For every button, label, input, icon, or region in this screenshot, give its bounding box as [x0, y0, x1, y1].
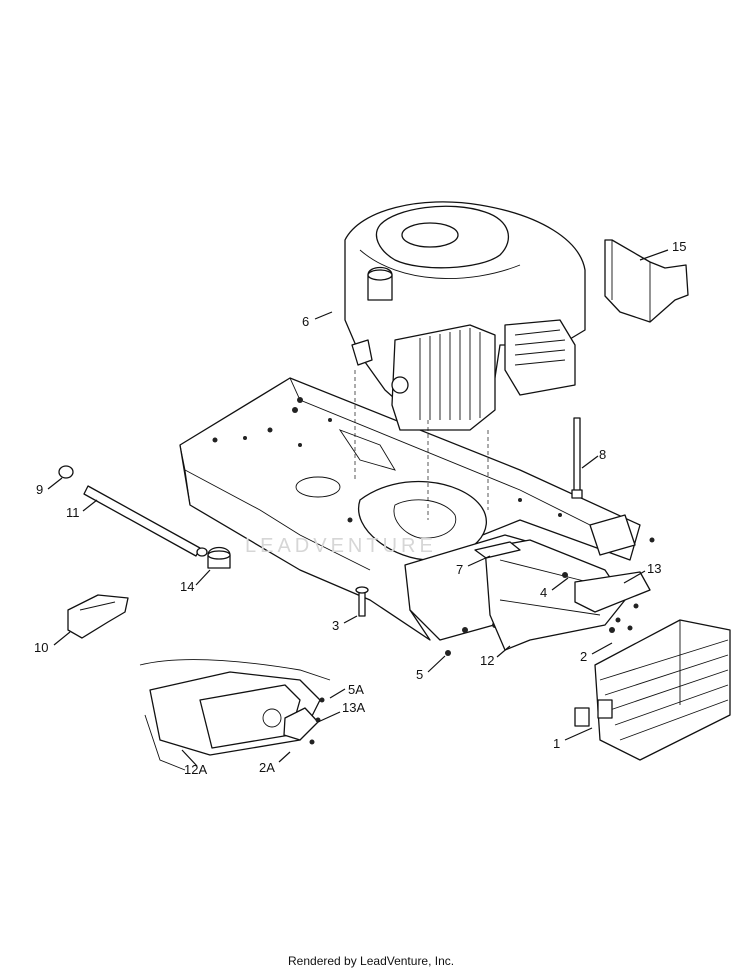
grille-cover-part: [574, 619, 731, 761]
callout-8: 8: [599, 447, 606, 462]
bolt-part: [355, 586, 369, 617]
callout-10: 10: [34, 640, 48, 655]
callout-14: 14: [180, 579, 194, 594]
inset-assembly: [139, 659, 331, 771]
callout-1: 1: [553, 736, 560, 751]
footer-credit: Rendered by LeadVenture, Inc.: [288, 954, 454, 968]
bumper-assembly: [445, 537, 655, 656]
small-bracket-part: [67, 594, 129, 639]
callout-13a: 13A: [342, 700, 365, 715]
callout-2: 2: [580, 649, 587, 664]
heat-shield-part: [604, 239, 689, 323]
callout-11: 11: [66, 505, 80, 520]
callout-13: 13: [647, 561, 661, 576]
callout-7: 7: [456, 562, 463, 577]
callout-5a: 5A: [348, 682, 364, 697]
leader-lines: [47, 249, 669, 767]
callout-12: 12: [480, 653, 494, 668]
rod-assembly: [58, 465, 231, 569]
callout-labels: 1 2 2A 3 4 5 5A 6 7 8 9 10 11 12 12A 13 …: [34, 239, 686, 777]
watermark: LEADVENTURE: [245, 535, 437, 557]
callout-4: 4: [540, 585, 547, 600]
callout-9: 9: [36, 482, 43, 497]
callout-3: 3: [332, 618, 339, 633]
callout-5: 5: [416, 667, 423, 682]
tie-strap-part: [571, 417, 583, 499]
callout-6: 6: [302, 314, 309, 329]
engine: [344, 201, 586, 520]
callout-12a: 12A: [184, 762, 207, 777]
callout-2a: 2A: [259, 760, 275, 775]
callout-15: 15: [672, 239, 686, 254]
